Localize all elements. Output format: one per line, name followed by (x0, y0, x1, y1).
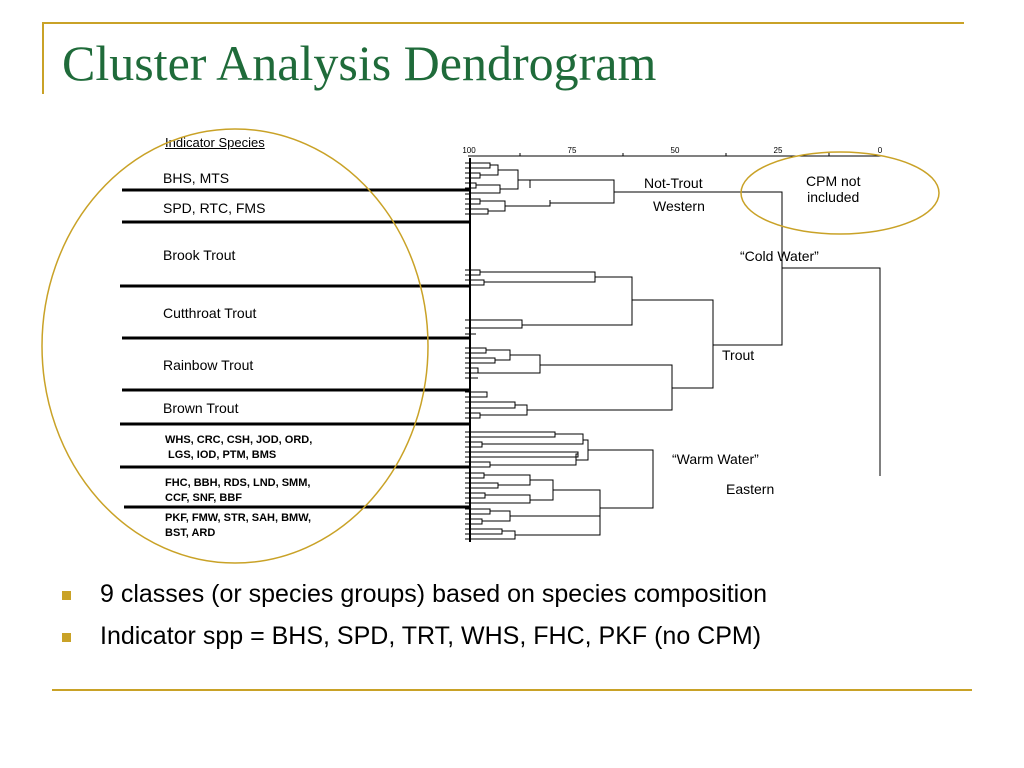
scale-label-75: 75 (568, 146, 577, 155)
scale-label-100: 100 (462, 146, 476, 155)
annotation-cold-water: “Cold Water” (740, 248, 819, 264)
group-label-bhs-mts: BHS, MTS (163, 170, 230, 186)
bullet-text: 9 classes (or species groups) based on s… (100, 580, 768, 608)
group-label-brown-trout: Brown Trout (163, 400, 239, 416)
group-label-pkf: PKF, FMW, STR, SAH, BMW, BST, ARD (165, 512, 312, 539)
annotation-western: Western (653, 198, 705, 214)
annotation-not-trout: Not-Trout (644, 175, 703, 191)
dendrogram-branches (470, 162, 881, 540)
top-accent-line (42, 22, 964, 24)
bullet-square-icon (62, 633, 71, 642)
group-label-cutthroat-trout: Cutthroat Trout (163, 305, 257, 321)
scale-label-25: 25 (774, 146, 783, 155)
annotation-trout: Trout (722, 347, 755, 363)
bullet-text: Indicator spp = BHS, SPD, TRT, WHS, FHC,… (100, 622, 762, 650)
leaf-ticks (465, 162, 470, 540)
annotation-warm-water: “Warm Water” (672, 451, 759, 467)
group-label-rainbow-trout: Rainbow Trout (163, 357, 254, 373)
indicator-species-header: Indicator Species (165, 135, 265, 150)
scale-label-50: 50 (671, 146, 680, 155)
left-accent-line (42, 22, 44, 94)
group-label-spd-rtc-fms: SPD, RTC, FMS (163, 200, 266, 216)
slide-title: Cluster Analysis Dendrogram (62, 35, 657, 91)
annotation-cpm-note: CPM not included (806, 173, 861, 206)
annotation-eastern: Eastern (726, 481, 775, 497)
group-label-fhc: FHC, BBH, RDS, LND, SMM, CCF, SNF, BBF (165, 477, 311, 504)
group-label-brook-trout: Brook Trout (163, 247, 236, 263)
bottom-accent-line (52, 689, 972, 691)
scale-label-0: 0 (878, 146, 883, 155)
dendrogram-scale-axis: 100 75 50 25 0 (462, 146, 883, 157)
group-label-whs: WHS, CRC, CSH, JOD, ORD, LGS, IOD, PTM, … (165, 434, 313, 461)
bullet-square-icon (62, 591, 71, 600)
